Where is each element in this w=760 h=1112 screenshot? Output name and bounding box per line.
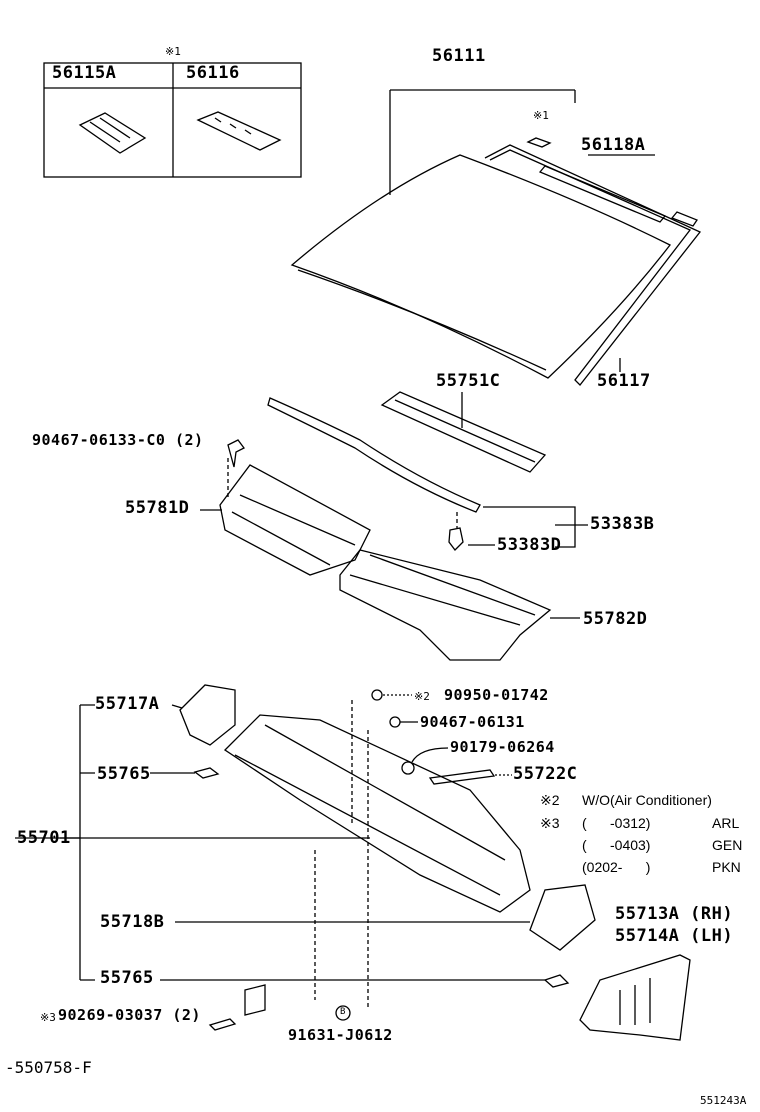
label-55722C: 55722C (513, 764, 578, 784)
label-55713A: 55713A (RH) (615, 904, 734, 924)
note-code: GEN (712, 837, 743, 853)
label-90179-06264: 90179-06264 (450, 738, 555, 756)
inset-box (43, 62, 302, 178)
label-55718B: 55718B (100, 912, 165, 932)
inset-note-mark: ※1 (165, 45, 181, 58)
note-range: ( -0403) (582, 837, 651, 853)
inset-header-56116: 56116 (186, 63, 240, 83)
molding-56116-icon (196, 111, 282, 151)
label-56117: 56117 (597, 371, 651, 391)
note-mark: ※3 (540, 815, 560, 831)
circle-b-marker (335, 1005, 351, 1021)
label-90269-mark: ※3 (40, 1011, 56, 1024)
label-53383B: 53383B (590, 514, 655, 534)
clip-90467-06133 (227, 439, 245, 468)
extension-55713A (579, 954, 691, 1041)
circle-b-label: B (340, 1007, 346, 1017)
note-range: (0202- ) (582, 859, 651, 875)
clip-56115A-icon (78, 112, 147, 154)
note-range: ( -0312) (582, 815, 651, 831)
part-55722C (428, 769, 496, 785)
seal-55765-upper (193, 767, 220, 779)
label-55765-upper: 55765 (97, 764, 151, 784)
cowl-louver-55781D (219, 464, 371, 576)
seal-strip (267, 397, 481, 513)
inset-header-56115A: 56115A (52, 63, 117, 83)
label-90467-06133: 90467-06133-C0 (2) (32, 431, 204, 449)
label-56118A: 56118A (581, 135, 646, 155)
cowl-louver-55782D (339, 549, 552, 661)
note-code: PKN (712, 859, 741, 875)
label-55782D: 55782D (583, 609, 648, 629)
note-mark: ※2 (540, 792, 560, 808)
label-90950-mark: ※2 (414, 690, 430, 703)
note-range: W/O(Air Conditioner) (582, 792, 712, 808)
label-90467-06131: 90467-06131 (420, 713, 525, 731)
footer-figure-id: 551243A (700, 1094, 747, 1107)
part-55751C (380, 391, 547, 473)
label-mark1: ※1 (533, 109, 549, 122)
label-55701: 55701 (17, 828, 71, 848)
label-56111: 56111 (432, 46, 486, 66)
bracket-55718B (529, 884, 596, 951)
seal-55765-lower (543, 974, 570, 988)
label-55751C: 55751C (436, 371, 501, 391)
label-90269-03037: 90269-03037 (2) (58, 1006, 201, 1024)
windshield-glass (290, 89, 671, 379)
label-91631-J0612: 91631-J0612 (288, 1026, 393, 1044)
molding-56118A (526, 137, 698, 227)
label-55714A: 55714A (LH) (615, 926, 734, 946)
note-code: ARL (712, 815, 740, 831)
label-53383D: 53383D (497, 535, 562, 555)
label-55717A: 55717A (95, 694, 160, 714)
screw-90269 (208, 1018, 237, 1031)
clip-53383D (448, 527, 464, 551)
label-55781D: 55781D (125, 498, 190, 518)
label-55765-lower: 55765 (100, 968, 154, 988)
footer-diagram-code: -550758-F (5, 1058, 92, 1077)
weatherstrip-56117 (484, 144, 702, 386)
bracket-55717A (179, 684, 236, 746)
bracket-plate (244, 984, 266, 1016)
label-90950-01742: 90950-01742 (444, 686, 549, 704)
